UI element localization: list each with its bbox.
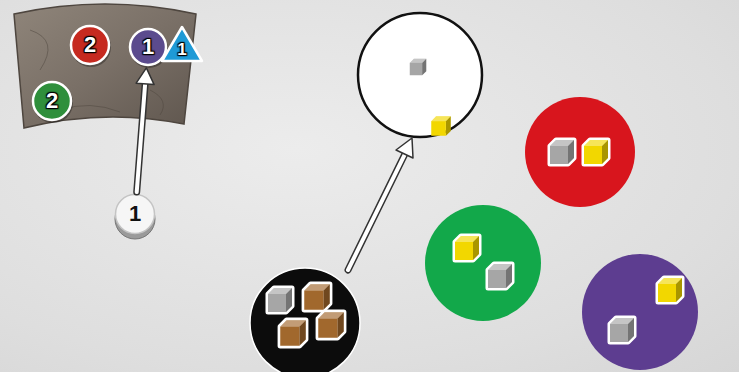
white-token: 1 <box>115 194 155 234</box>
brown-cube <box>318 312 344 338</box>
token-number: 1 <box>142 36 154 58</box>
red-token: 2 <box>70 25 110 65</box>
gray-cube <box>610 318 634 342</box>
token-number: 1 <box>177 35 186 58</box>
token-number: 2 <box>46 90 58 112</box>
brown-cube <box>280 320 306 346</box>
blue-triangle-marker: 1 <box>165 29 199 63</box>
move-arrow <box>348 138 413 270</box>
gray-cube <box>410 59 427 76</box>
board-tile <box>14 4 196 128</box>
yellow-cube <box>431 116 451 136</box>
yellow-cube <box>658 278 682 302</box>
token-number: 2 <box>84 34 96 56</box>
gray-cube <box>268 288 292 312</box>
gray-cube <box>550 140 574 164</box>
brown-cube <box>304 284 330 310</box>
yellow-cube <box>455 236 479 260</box>
green-token: 2 <box>32 81 72 121</box>
yellow-cube <box>584 140 608 164</box>
white-area <box>358 13 482 137</box>
green-area <box>425 205 541 321</box>
red-area <box>525 97 635 207</box>
black-area <box>250 268 360 372</box>
purple-area <box>582 254 698 370</box>
token-number: 1 <box>129 203 141 225</box>
gray-cube <box>488 264 512 288</box>
move-arrow <box>136 68 154 192</box>
